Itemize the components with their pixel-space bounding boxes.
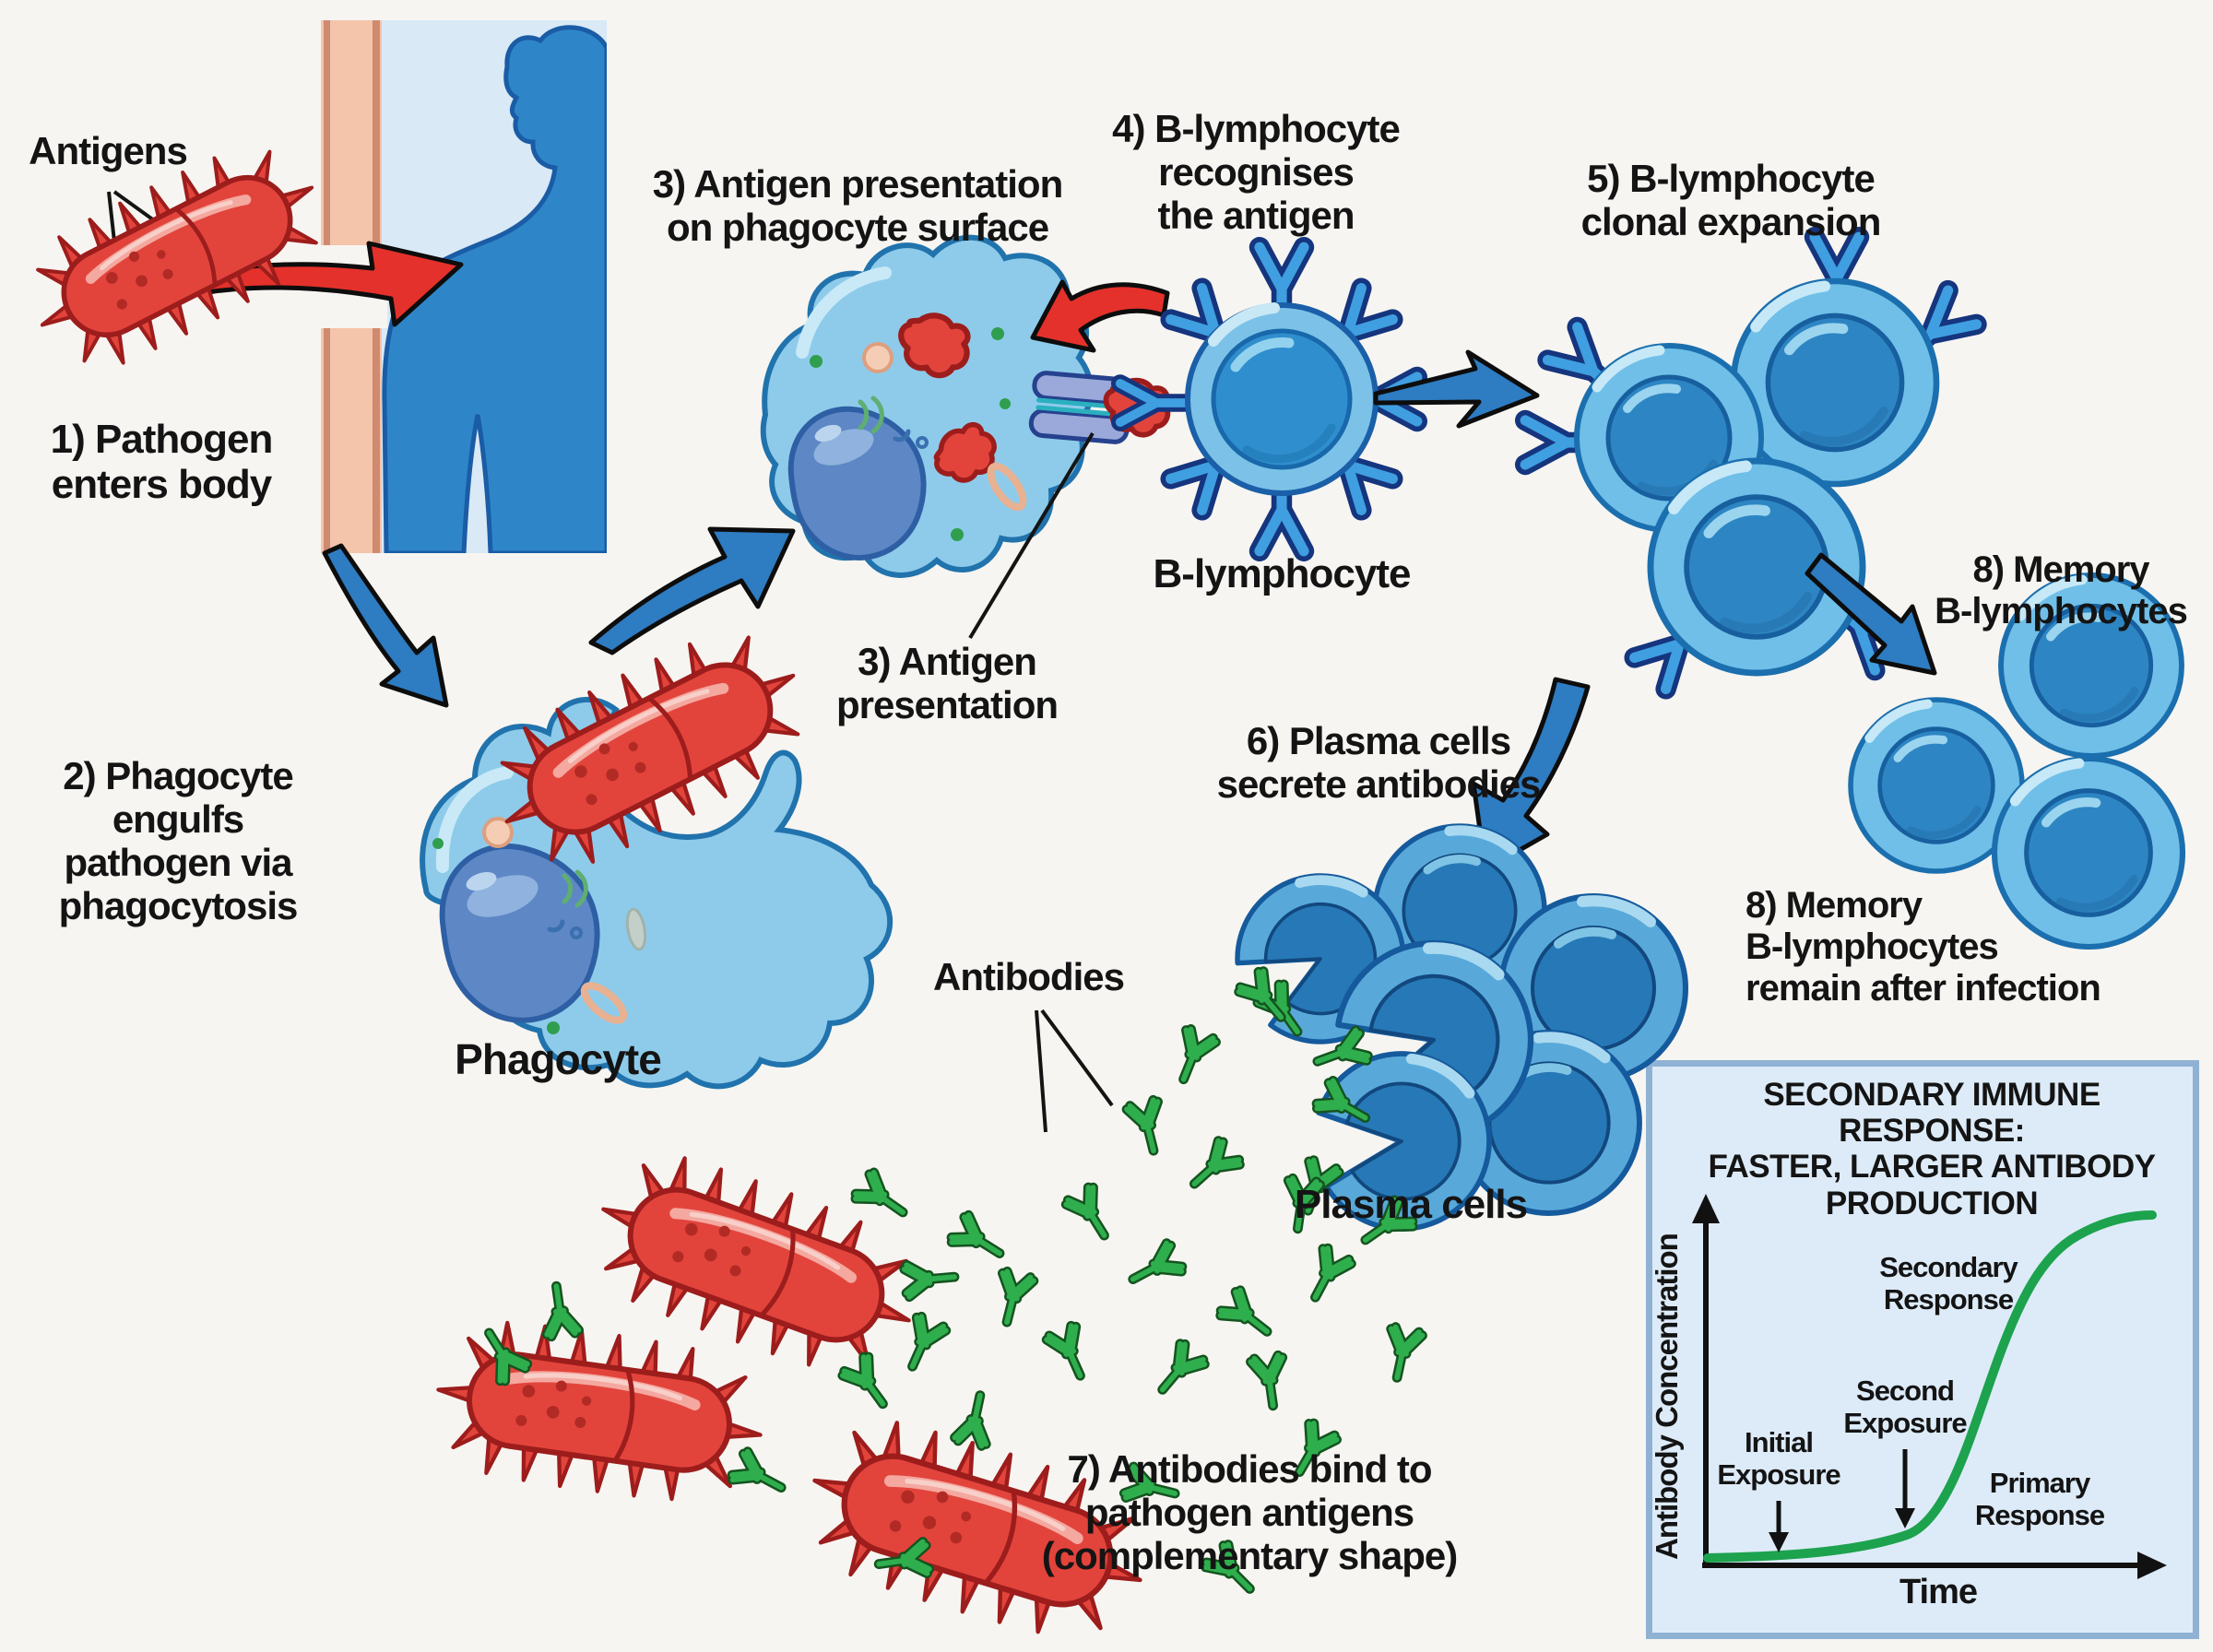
step3-title-label: 3) Antigen presentation on phagocyte sur… xyxy=(652,162,1063,250)
recognition-arrow xyxy=(1030,279,1170,353)
second-exposure-label: Second Exposure xyxy=(1843,1375,1967,1439)
b-lymphocyte-cell xyxy=(1120,247,1417,551)
step7-label: 7) Antibodies bind to pathogen antigens … xyxy=(1041,1447,1458,1578)
skin-barrier xyxy=(321,20,382,553)
initial-exposure-label: Initial Exposure xyxy=(1717,1426,1840,1491)
digested-antigen xyxy=(893,308,975,382)
step4-label: 4) B-lymphocyte recognises the antigen xyxy=(1112,107,1401,238)
plasma-cells-label: Plasma cells xyxy=(1294,1182,1528,1227)
antigen-pointer-lines xyxy=(107,190,183,276)
step1-label: 1) Pathogen enters body xyxy=(50,417,274,508)
step8-bottom-label: 8) Memory B-lymphocytes remain after inf… xyxy=(1746,885,2101,1009)
digested-antigen xyxy=(926,416,1005,492)
step6-label: 6) Plasma cells secrete antibodies xyxy=(1216,719,1542,807)
pathogen-icon xyxy=(576,1135,936,1394)
primary-response-label: Primary Response xyxy=(1974,1467,2105,1531)
step2-to-step3-arrow xyxy=(588,526,796,655)
step2-label: 2) Phagocyte engulfs pathogen via phagoc… xyxy=(58,754,299,928)
antibodies-label: Antibodies xyxy=(933,955,1125,998)
mhc-receptor xyxy=(1028,371,1133,444)
phagocyte-nucleus xyxy=(787,406,927,560)
b-lymphocyte-label: B-lymphocyte xyxy=(1153,551,1412,596)
step4-to-step5-arrow xyxy=(1373,349,1540,429)
entry-arrow xyxy=(169,241,464,327)
body-entry-panel xyxy=(317,20,607,553)
step3-callout-label: 3) Antigen presentation xyxy=(835,640,1059,727)
presentation-callout-line xyxy=(968,431,1095,640)
skin-breach-gap xyxy=(317,245,387,328)
inset-y-axis-label: Antibody Concentration xyxy=(1650,1233,1684,1560)
phagocyte-label: Phagocyte xyxy=(455,1035,662,1083)
inset-x-axis-label: Time xyxy=(1899,1573,1978,1611)
secondary-response-label: Secondary Response xyxy=(1879,1251,2018,1316)
b-cell-receptor-binding xyxy=(1120,384,1190,422)
step5-label: 5) B-lymphocyte clonal expansion xyxy=(1580,157,1882,244)
inset-title: SECONDARY IMMUNE RESPONSE: FASTER, LARGE… xyxy=(1708,1077,2157,1221)
antibody-pointer-lines xyxy=(1035,1009,1114,1133)
clonal-expansion-cluster xyxy=(1525,237,1976,689)
step1-to-step2-arrow xyxy=(322,543,449,708)
phagocyte-nucleus xyxy=(439,844,600,1023)
body-silhouette xyxy=(382,25,607,553)
presented-antigen xyxy=(1101,375,1173,439)
engulfed-pathogen-icon xyxy=(471,607,828,891)
pathogen-icon xyxy=(428,1312,772,1513)
phagocyte-engulfing xyxy=(420,696,893,1090)
antigens-label: Antigens xyxy=(29,129,188,172)
step8-top-label: 8) Memory B-lymphocytes xyxy=(1935,549,2188,631)
phagocyte-presenting xyxy=(760,234,1173,578)
